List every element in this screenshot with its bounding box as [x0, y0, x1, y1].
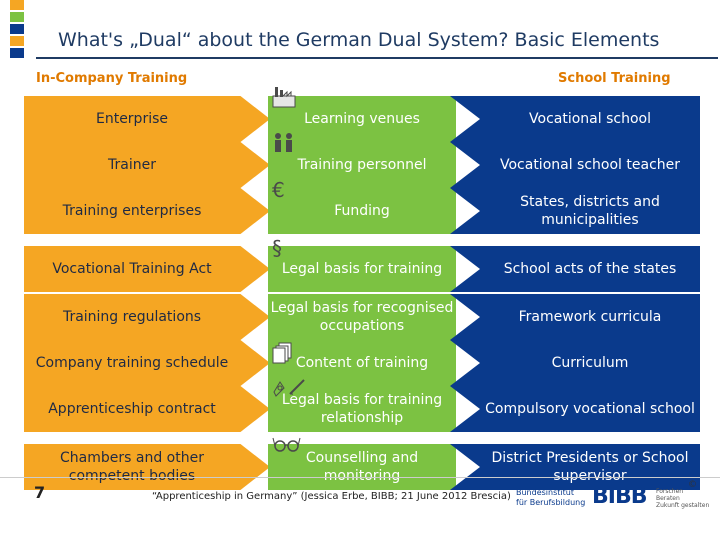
- in-company-cell: Enterprise: [24, 96, 270, 142]
- title-divider: [36, 57, 718, 59]
- bibb-logo: BIBB: [592, 484, 647, 509]
- row-legal-basis-occupations: Training regulations Legal basis for rec…: [0, 294, 720, 340]
- footer-citation: “Apprenticeship in Germany” (Jessica Erb…: [152, 491, 511, 502]
- row-learning-venues: Enterprise Learning venues Vocational sc…: [0, 87, 720, 142]
- slide-title: What's „Dual“ about the German Dual Syst…: [58, 29, 660, 51]
- school-cell: District Presidents or School supervisor: [450, 444, 700, 490]
- school-cell: Framework curricula: [450, 294, 700, 340]
- page-number: 7: [34, 483, 46, 502]
- glasses-icon: [272, 434, 302, 458]
- in-company-cell: Chambers and other competent bodies: [24, 444, 270, 490]
- school-cell: Vocational school: [450, 96, 700, 142]
- row-content-of-training: Company training schedule Content of tra…: [0, 340, 720, 386]
- element-cell: Learning venues: [268, 96, 456, 142]
- element-cell: Legal basis for recognised occupations: [268, 294, 456, 340]
- row-legal-basis-training: Vocational Training Act Legal basis for …: [0, 236, 720, 292]
- copyright-mark: ©: [688, 480, 697, 490]
- corner-logo-squares: [10, 0, 26, 60]
- element-cell: Training personnel: [268, 142, 456, 188]
- footer-divider: [0, 477, 720, 478]
- element-cell: Funding: [268, 188, 456, 234]
- element-cell: Legal basis for training: [268, 246, 456, 292]
- in-company-cell: Vocational Training Act: [24, 246, 270, 292]
- school-cell: School acts of the states: [450, 246, 700, 292]
- header-school-training: School Training: [558, 71, 671, 86]
- element-cell: Legal basis for training relationship: [268, 386, 456, 432]
- in-company-cell: Apprenticeship contract: [24, 386, 270, 432]
- in-company-cell: Trainer: [24, 142, 270, 188]
- school-cell: Compulsory vocational school: [450, 386, 700, 432]
- in-company-cell: Training regulations: [24, 294, 270, 340]
- element-cell: Counselling and monitoring: [268, 444, 456, 490]
- paragraph-icon: §: [272, 236, 282, 260]
- row-training-relationship: Apprenticeship contract Legal basis for …: [0, 379, 720, 432]
- school-cell: Vocational school teacher: [450, 142, 700, 188]
- euro-icon: €: [272, 178, 285, 202]
- factory-icon: [272, 86, 298, 110]
- school-cell: States, districts and municipalities: [450, 188, 700, 234]
- in-company-cell: Company training schedule: [24, 340, 270, 386]
- row-counselling-monitoring: Chambers and other competent bodies Coun…: [0, 437, 720, 490]
- people-icon: [272, 132, 298, 156]
- element-cell: Content of training: [268, 340, 456, 386]
- row-funding: Training enterprises Funding States, dis…: [0, 178, 720, 234]
- document-stack-icon: [272, 342, 298, 366]
- bibb-slogan: Forschen Beraten Zukunft gestalten: [656, 488, 710, 509]
- row-training-personnel: Trainer Training personnel Vocational sc…: [0, 133, 720, 188]
- bibb-logo-text: Bundesinstitut für Berufsbildung: [516, 488, 586, 507]
- contract-pen-icon: [272, 376, 308, 400]
- school-cell: Curriculum: [450, 340, 700, 386]
- in-company-cell: Training enterprises: [24, 188, 270, 234]
- header-in-company-training: In-Company Training: [36, 71, 188, 86]
